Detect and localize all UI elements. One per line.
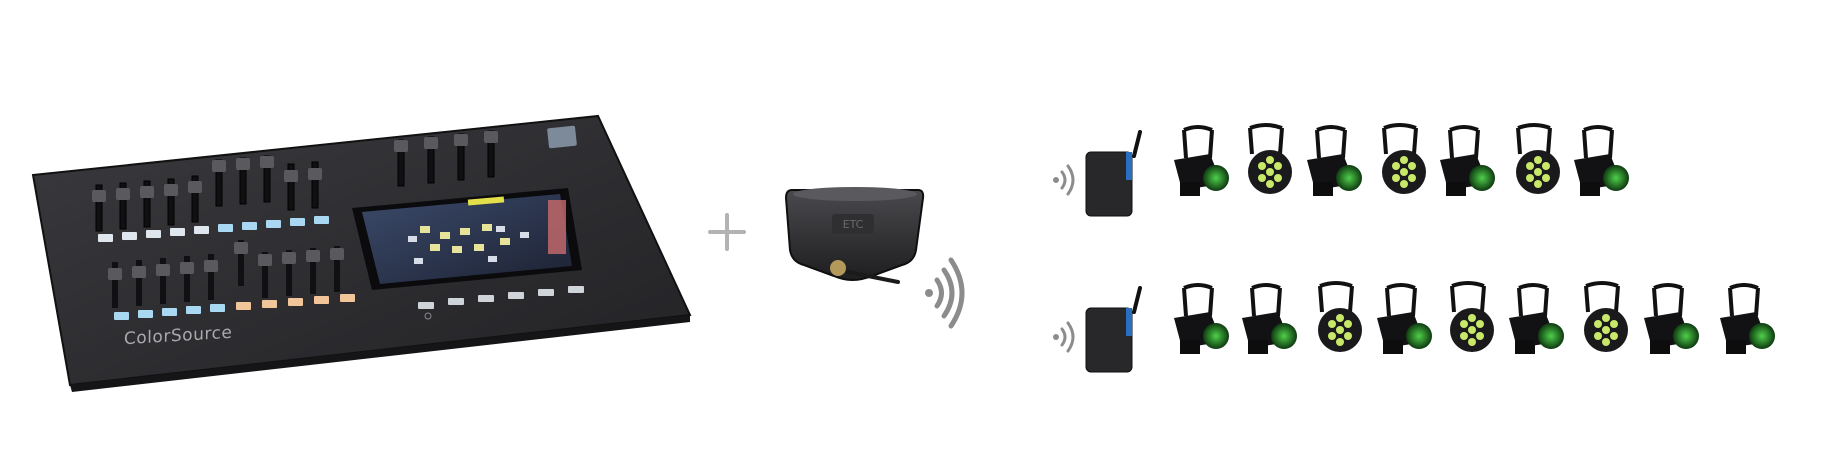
console-touchscreen	[352, 188, 582, 290]
fixture-ellipsoidal	[1440, 125, 1495, 196]
fixture-ellipsoidal	[1720, 283, 1775, 354]
fixture-led-par	[1450, 281, 1494, 352]
wireless-signal-icon	[1053, 321, 1075, 353]
wireless-gateway: ETC	[784, 187, 925, 284]
fixture-ellipsoidal	[1377, 283, 1432, 354]
fixture-row-1	[1053, 123, 1629, 217]
fixture-led-par	[1516, 123, 1560, 194]
fixture-led-par	[1382, 123, 1426, 194]
fixture-ellipsoidal	[1174, 283, 1229, 354]
fixture-ellipsoidal	[1574, 125, 1629, 196]
wireless-receiver	[1085, 130, 1142, 217]
fixture-led-par	[1584, 281, 1628, 352]
fixture-ellipsoidal	[1307, 125, 1362, 196]
lighting-console	[31, 114, 692, 392]
wireless-signal-icon	[925, 257, 965, 329]
plus-icon	[708, 213, 746, 251]
fixture-led-par	[1318, 281, 1362, 352]
fixture-ellipsoidal	[1644, 283, 1699, 354]
fixture-ellipsoidal	[1509, 283, 1564, 354]
fixture-led-par	[1248, 123, 1292, 194]
svg-text:ETC: ETC	[843, 218, 864, 231]
wireless-receiver	[1085, 286, 1142, 373]
wireless-signal-icon	[1053, 164, 1075, 196]
fixture-row-2	[1053, 281, 1775, 373]
fixture-ellipsoidal	[1242, 283, 1297, 354]
fixture-ellipsoidal	[1174, 125, 1229, 196]
